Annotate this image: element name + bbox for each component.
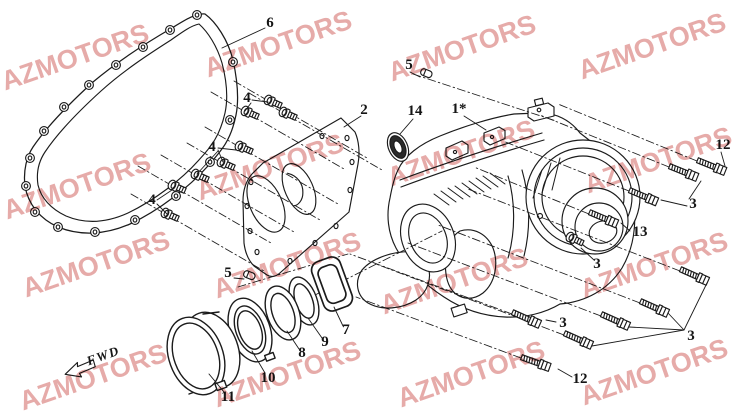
fwd-arrow [64,359,96,378]
clutch-housing [525,139,641,255]
crankcase-cover [356,97,641,318]
intake-duct-7 [310,256,354,312]
callout-3-mid-left: 3 [559,315,567,331]
cover-top-bosses [445,97,555,161]
callout-5-bottom: 5 [224,265,232,281]
callout-5-top: 5 [405,57,413,73]
callout-4-top: 4 [243,90,251,106]
gasket-bolt-tabs [21,10,238,237]
callout-8: 8 [298,345,306,361]
callout-6: 6 [266,15,274,31]
callout-9: 9 [321,334,329,350]
fwd-label: FWD [84,343,122,369]
plate-holes [244,132,355,265]
callout-3-upper-right: 3 [689,196,697,212]
callout-14: 14 [408,103,424,119]
callout-13: 13 [633,224,648,240]
leader-lines [156,27,726,393]
callout-7: 7 [342,322,350,338]
callout-2: 2 [360,102,368,118]
callout-10: 10 [261,370,276,386]
callout-12-top: 12 [716,137,731,153]
cover-plate [242,117,360,277]
callout-3-converge: 3 [687,328,695,344]
callout-3-edge: 3 [593,256,601,272]
callout-11: 11 [221,389,235,405]
cap-11 [166,311,241,396]
callout-4-middle: 4 [208,139,216,155]
oil-seal [386,132,410,162]
callout-4-lower: 4 [148,192,156,208]
callout-12-bottom: 12 [573,371,588,387]
gasket [21,10,239,237]
callout-1: 1* [452,101,467,117]
cover-fins [433,172,506,206]
boot-10 [227,297,276,363]
